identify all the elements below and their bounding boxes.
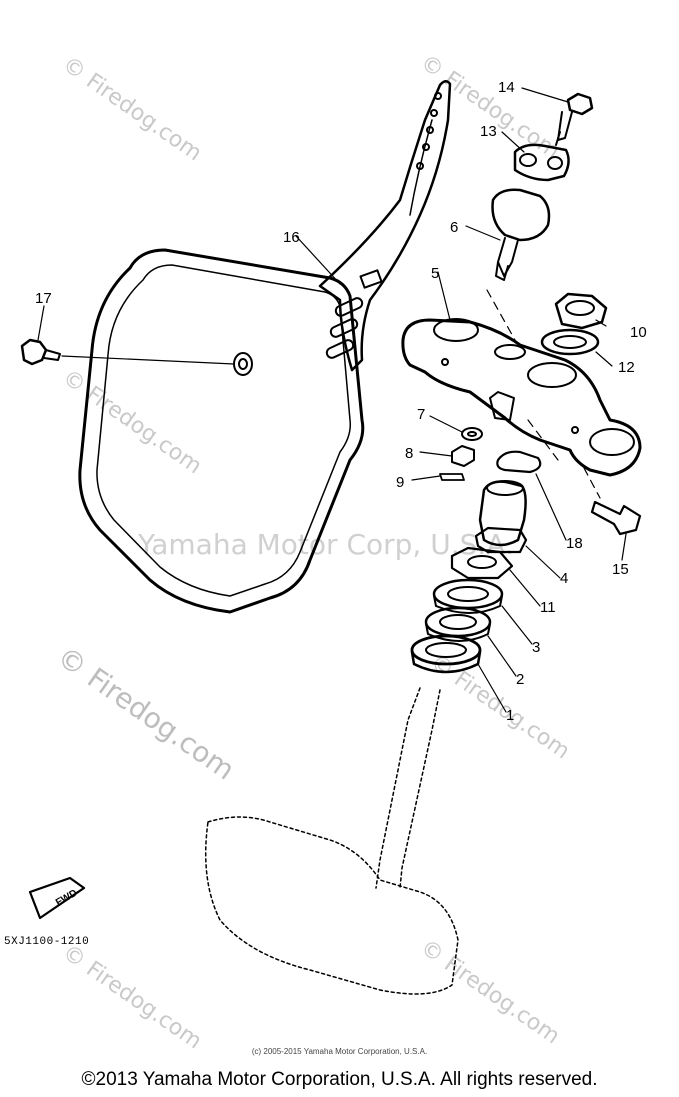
pin-part-9 <box>439 473 465 481</box>
washer-part-7 <box>461 427 483 441</box>
fwd-label: FWD <box>54 888 79 909</box>
callout-11: 11 <box>540 599 556 616</box>
ring-nut-part-4 <box>474 480 528 554</box>
callout-13: 13 <box>480 123 497 140</box>
footer-copyright: ©2013 Yamaha Motor Corporation, U.S.A. A… <box>81 1069 598 1090</box>
number-plate-part-16 <box>78 80 452 614</box>
steering-stem <box>204 687 459 995</box>
callout-16: 16 <box>283 229 300 246</box>
nut-part-10 <box>554 292 608 330</box>
handlebar-holder-part-6 <box>491 188 551 281</box>
callout-10: 10 <box>630 324 647 341</box>
callout-17: 17 <box>35 290 52 307</box>
callout-15: 15 <box>612 561 629 578</box>
nut-part-8 <box>451 445 475 467</box>
callout-7: 7 <box>417 406 425 423</box>
callout-12: 12 <box>618 359 635 376</box>
forward-direction-arrow <box>28 876 86 920</box>
small-copyright: (c) 2005-2015 Yamaha Motor Corporation, … <box>251 1047 428 1056</box>
upper-bracket-part-5 <box>401 318 642 477</box>
diagram-code: 5XJ1100-1210 <box>4 936 90 948</box>
lock-washer-part-11 <box>450 546 514 580</box>
callout-5: 5 <box>431 265 439 282</box>
bolt-part-15 <box>590 500 642 536</box>
holder-cap-part-13 <box>513 143 570 182</box>
cable-guide-part-18 <box>496 450 542 474</box>
callout-1: 1 <box>506 707 514 724</box>
callout-14: 14 <box>498 79 515 96</box>
bearing-seal-part-1 <box>410 634 482 674</box>
callout-18: 18 <box>566 535 583 552</box>
callout-4: 4 <box>560 570 568 587</box>
bolt-part-17 <box>20 338 235 366</box>
callout-6: 6 <box>450 219 458 236</box>
callout-9: 9 <box>396 474 404 491</box>
callout-2: 2 <box>516 671 524 688</box>
bolt-part-14 <box>555 92 594 146</box>
callout-8: 8 <box>405 445 413 462</box>
callout-3: 3 <box>532 639 540 656</box>
washer-part-12 <box>540 328 600 356</box>
